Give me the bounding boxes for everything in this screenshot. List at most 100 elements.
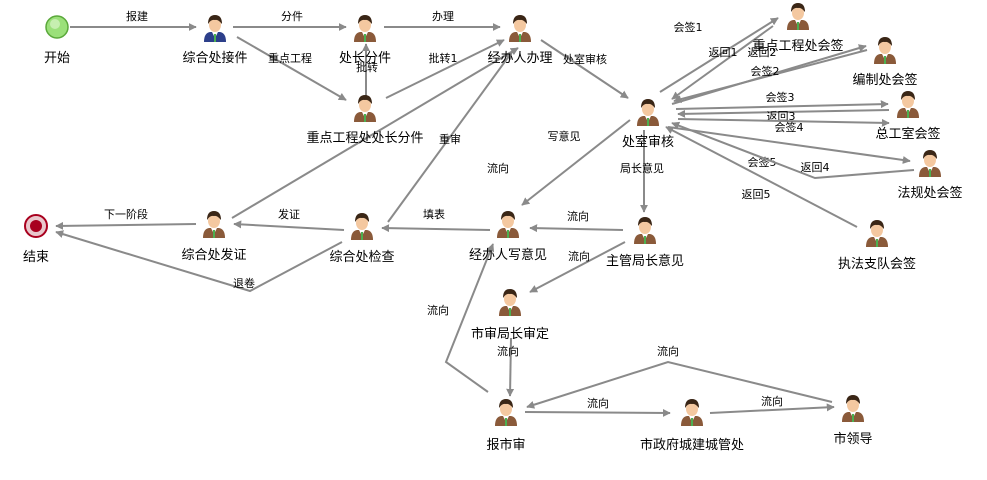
node-bzchq[interactable]: 编制处会签 xyxy=(852,37,918,88)
edge-line xyxy=(671,121,915,180)
node-zdgcczfj[interactable]: 重点工程处处长分件 xyxy=(306,95,424,146)
node-sld[interactable]: 市领导 xyxy=(833,395,873,447)
edge-label: 流向 xyxy=(427,303,449,317)
node-label: 综合处检查 xyxy=(329,250,394,265)
person-icon xyxy=(203,211,225,238)
node-zhcfz[interactable]: 综合处发证 xyxy=(181,211,247,263)
node-cssh[interactable]: 处室审核 xyxy=(622,99,674,150)
node-label: 处室审核 xyxy=(622,134,674,150)
node-czfj[interactable]: 处长分件 xyxy=(339,15,391,66)
edge-line xyxy=(671,44,867,105)
start-circle-icon xyxy=(45,15,69,39)
edge-label: 流向 xyxy=(568,249,590,263)
person-icon xyxy=(637,99,659,126)
node-label: 法规处会签 xyxy=(897,185,962,201)
person-icon xyxy=(866,220,888,247)
node-zhjs[interactable]: 综合处接件 xyxy=(182,15,248,66)
person-icon xyxy=(787,3,809,30)
person-icon xyxy=(842,395,864,422)
edge-label: 局长意见 xyxy=(620,161,664,175)
edge-line xyxy=(55,230,343,293)
person-icon xyxy=(897,91,919,118)
node-bss[interactable]: 报市审 xyxy=(486,399,526,453)
person-icon xyxy=(919,150,941,177)
edge-label: 重点工程 xyxy=(268,51,312,65)
node-label: 编制处会签 xyxy=(852,72,917,88)
edge-label: 会签3 xyxy=(766,90,795,104)
node-zfzdhq[interactable]: 执法支队会签 xyxy=(838,220,916,272)
edge-label: 填表 xyxy=(423,207,445,221)
node-zdgcchq[interactable]: 重点工程处会签 xyxy=(752,3,844,54)
person-icon xyxy=(495,399,517,426)
edge-line xyxy=(540,39,629,99)
node-label: 综合处接件 xyxy=(182,50,247,66)
edge-label: 返回1 xyxy=(709,46,738,59)
edge-line xyxy=(55,221,197,230)
person-icon xyxy=(497,211,519,238)
person-icon xyxy=(351,213,373,240)
edge-line xyxy=(385,39,505,99)
edge-line xyxy=(526,360,833,409)
edge-label: 会签1 xyxy=(674,20,703,34)
person-icon xyxy=(354,15,376,42)
edge-label: 会签2 xyxy=(751,64,780,78)
node-label: 综合处发证 xyxy=(181,247,246,263)
node-label: 市领导 xyxy=(833,431,872,447)
node-jbrbl[interactable]: 经办人办理 xyxy=(487,15,553,66)
edge-line xyxy=(521,119,631,206)
node-zgshq[interactable]: 总工室会签 xyxy=(875,91,941,142)
node-label: 报市审 xyxy=(486,437,525,453)
edge-label: 重审 xyxy=(439,132,461,146)
edge-line xyxy=(529,241,626,293)
node-label: 总工室会签 xyxy=(875,126,940,142)
edge-line xyxy=(671,25,774,100)
edge-line xyxy=(231,47,519,219)
node-start[interactable]: 开始 xyxy=(44,15,70,66)
edge-line xyxy=(667,126,911,164)
edge-line xyxy=(529,224,624,233)
edge-label: 处室审核 xyxy=(563,52,607,66)
node-zgjzyj[interactable]: 主管局长意见 xyxy=(606,217,684,269)
edge-line xyxy=(387,51,513,223)
node-fgchq[interactable]: 法规处会签 xyxy=(897,150,963,201)
edge-line xyxy=(236,36,347,101)
person-icon xyxy=(499,289,521,316)
edge-label: 流向 xyxy=(587,396,609,410)
edge-label: 返回5 xyxy=(742,188,771,201)
node-label: 市政府城建城管处 xyxy=(640,437,744,453)
end-circle-icon xyxy=(24,214,48,238)
node-label: 经办人办理 xyxy=(487,51,552,66)
node-end[interactable]: 结束 xyxy=(23,214,49,265)
node-label: 市审局长审定 xyxy=(471,326,549,342)
edge-label: 流向 xyxy=(487,161,509,175)
edge-line xyxy=(709,403,835,414)
edge-line xyxy=(677,118,890,127)
edge-label: 返回4 xyxy=(801,161,830,174)
edge-label: 批转 xyxy=(356,60,378,74)
node-label: 重点工程处处长分件 xyxy=(306,130,423,146)
node-zhcjc[interactable]: 综合处检查 xyxy=(329,213,395,265)
edge-label: 办理 xyxy=(432,10,454,23)
node-label: 处长分件 xyxy=(339,51,391,66)
person-icon xyxy=(681,399,703,426)
node-ssjzsd[interactable]: 市审局长审定 xyxy=(471,289,549,342)
edge-label: 分件 xyxy=(281,10,303,23)
edge-label: 发证 xyxy=(278,207,300,221)
edge-label: 写意见 xyxy=(548,129,581,143)
person-icon xyxy=(874,37,896,64)
edge-label: 返回2 xyxy=(748,46,777,59)
edge-line xyxy=(675,100,889,110)
edge-label: 会签5 xyxy=(748,155,777,169)
edge-label: 会签4 xyxy=(775,120,804,134)
nodes-layer: 开始综合处接件 处长分件 经办人办理重点工程处处长分件 处室审核 重点工程处会签编制处会… xyxy=(23,3,963,453)
node-szfcjcgc[interactable]: 市政府城建城管处 xyxy=(640,399,744,453)
edge-label: 批转1 xyxy=(429,51,458,65)
person-icon xyxy=(354,95,376,122)
edge-label: 下一阶段 xyxy=(104,207,148,221)
edge-label: 报建 xyxy=(126,9,148,23)
edge-line xyxy=(506,337,515,397)
person-icon xyxy=(509,15,531,42)
node-jbrxyj[interactable]: 经办人写意见 xyxy=(469,211,547,263)
